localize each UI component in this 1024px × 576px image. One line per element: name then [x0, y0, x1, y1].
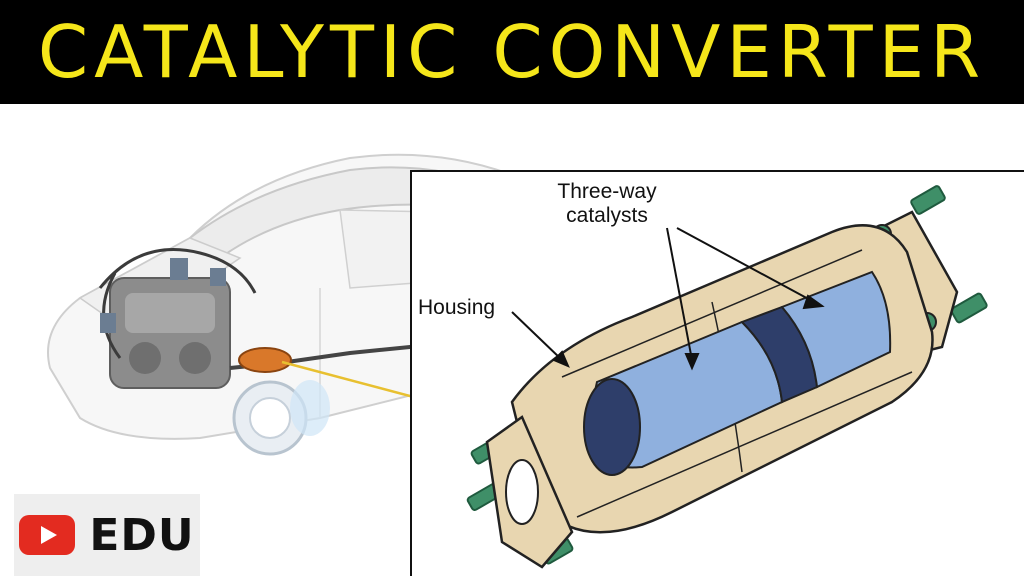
converter-detail-inset: Three-way catalysts Housing: [410, 170, 1024, 576]
front-wheel: [232, 380, 330, 456]
label-three-way-catalysts: Three-way catalysts: [532, 180, 682, 228]
catalyst-face-honeycomb: [583, 378, 641, 476]
label-housing: Housing: [418, 296, 496, 319]
title-bar: CATALYTIC CONVERTER: [0, 0, 1024, 104]
label-catalysts-line2: catalysts: [566, 204, 648, 228]
car-catalytic-converter: [238, 347, 292, 373]
badge-label: EDU: [89, 509, 195, 561]
engine-block: [98, 248, 257, 389]
page-title: CATALYTIC CONVERTER: [37, 10, 987, 94]
label-arrows: [511, 227, 825, 371]
edu-badge[interactable]: EDU: [14, 494, 200, 576]
youtube-play-icon: [19, 515, 76, 555]
label-catalysts-line1: Three-way: [557, 180, 657, 203]
